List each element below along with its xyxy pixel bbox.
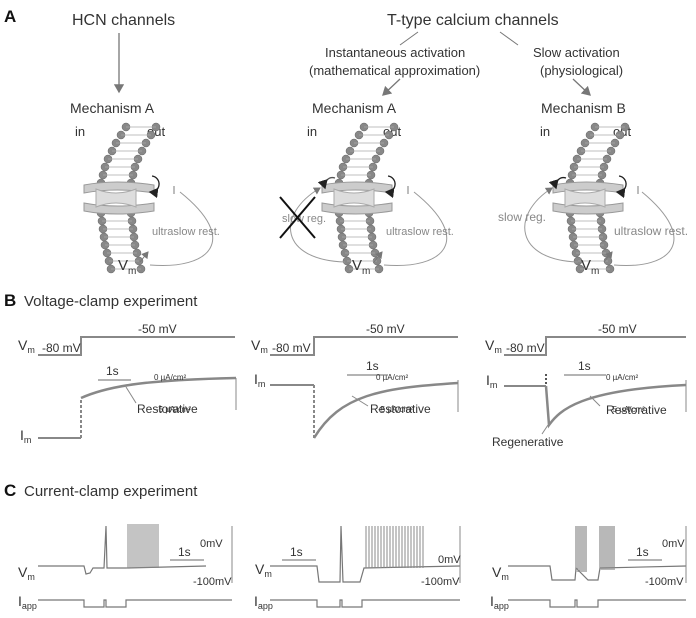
ttype-label: T-type calcium channels bbox=[387, 12, 559, 29]
scale-1s-c3: 1s bbox=[636, 545, 649, 559]
scale-1s-b2: 1s bbox=[366, 359, 379, 373]
mech-a2-title: Mechanism A bbox=[312, 100, 397, 116]
ultraslow-loop-3 bbox=[613, 191, 675, 267]
cclamp-2: Vm 0mV -100mV 1s Iapp bbox=[254, 525, 461, 611]
slow-line2: (physiological) bbox=[540, 63, 623, 78]
i-bottom-b2: -5 µA/cm² bbox=[378, 405, 413, 414]
vm-arrow-2 bbox=[373, 251, 383, 263]
scale-1s-c1: 1s bbox=[178, 545, 191, 559]
inst-line2: (mathematical approximation) bbox=[309, 63, 480, 78]
cclamp-3: Vm 0mV -100mV 1s Iapp bbox=[490, 526, 687, 611]
vm-arrow-1 bbox=[139, 251, 149, 263]
v-top-c2: 0mV bbox=[438, 554, 461, 566]
vm-label-c3: Vm bbox=[492, 564, 509, 582]
vclamp-3: Vm -80 mV -50 mV 1s Im 0 µA/cm² -5 µA/cm… bbox=[485, 322, 687, 449]
gate-arrow-3b bbox=[548, 177, 567, 190]
vm-label-b3: Vm bbox=[485, 337, 502, 355]
mech-a1-title: Mechanism A bbox=[70, 100, 155, 116]
vm-label-c2: Vm bbox=[255, 561, 272, 579]
im-label-b2: Im bbox=[254, 371, 265, 389]
im-label-b1: Im bbox=[20, 427, 31, 445]
ttype-line-left bbox=[399, 31, 419, 46]
gate-arrow-3 bbox=[615, 175, 627, 199]
membrane-2 bbox=[321, 122, 399, 274]
restorative-b1: Restorative bbox=[137, 402, 198, 416]
i-top-b3: 0 µA/cm² bbox=[606, 373, 639, 382]
vm-label-b1: Vm bbox=[18, 337, 35, 355]
inst-arrow bbox=[382, 78, 401, 96]
vm-label-c1: Vm bbox=[18, 564, 35, 582]
ultraslow-label-1: ultraslow rest. bbox=[152, 226, 220, 238]
v-high-b2: -50 mV bbox=[366, 322, 405, 336]
scale-1s-b1: 1s bbox=[106, 364, 119, 378]
v-bottom-c3: -100mV bbox=[645, 576, 684, 588]
i-top-b1: 0 µA/cm² bbox=[154, 373, 187, 382]
iapp-label-c1: Iapp bbox=[18, 593, 37, 611]
ultraslow-label-3: ultraslow rest. bbox=[614, 224, 688, 238]
ultraslow-loop-2 bbox=[383, 191, 448, 267]
vclamp-1: Vm -80 mV -50 mV 1s Im 0 µA/cm² -5 µA/cm… bbox=[18, 322, 237, 445]
v-high-b1: -50 mV bbox=[138, 322, 177, 336]
v-bottom-c2: -100mV bbox=[421, 576, 460, 588]
vm-label-2: Vm bbox=[352, 257, 370, 277]
v-top-c1: 0mV bbox=[200, 538, 223, 550]
iapp-label-c3: Iapp bbox=[490, 593, 509, 611]
slow-line1: Slow activation bbox=[533, 45, 620, 60]
ttype-line-right bbox=[499, 31, 519, 46]
scale-1s-c2: 1s bbox=[290, 545, 303, 559]
in-label-1: in bbox=[75, 124, 85, 139]
slow-arrow bbox=[572, 78, 591, 96]
mech-b-title: Mechanism B bbox=[541, 100, 626, 116]
vm-label-3: Vm bbox=[581, 257, 599, 277]
panel-a-letter: A bbox=[4, 7, 16, 26]
restorative-b3: Restorative bbox=[606, 403, 667, 417]
im-label-b3: Im bbox=[486, 372, 497, 390]
panel-b-title: Voltage-clamp experiment bbox=[24, 293, 198, 310]
gate-arrow-2b bbox=[317, 177, 336, 190]
v-high-b3: -50 mV bbox=[598, 322, 637, 336]
hcn-label: HCN channels bbox=[72, 12, 175, 29]
iapp-label-c2: Iapp bbox=[254, 593, 273, 611]
in-label-2: in bbox=[307, 124, 317, 139]
slow-reg-loop-2 bbox=[290, 187, 346, 263]
panel-b-letter: B bbox=[4, 291, 16, 310]
vclamp-2: Vm -80 mV -50 mV 1s Im 0 µA/cm² -5 µA/cm… bbox=[251, 322, 459, 439]
membrane-3 bbox=[552, 122, 630, 274]
gate-arrow-2 bbox=[384, 175, 396, 199]
v-bottom-c1: -100mV bbox=[193, 576, 232, 588]
restorative-b2: Restorative bbox=[370, 402, 431, 416]
gate-arrow-1 bbox=[148, 175, 160, 199]
slow-reg-loop-3 bbox=[524, 187, 579, 263]
vm-label-b2: Vm bbox=[251, 337, 268, 355]
v-top-c3: 0mV bbox=[662, 538, 685, 550]
slow-reg-label-2: slow reg. bbox=[282, 213, 326, 225]
panel-c-letter: C bbox=[4, 481, 16, 500]
vm-label-1: Vm bbox=[118, 257, 136, 277]
inst-line1: Instantaneous activation bbox=[325, 45, 465, 60]
i-bottom-b1: -5 µA/cm² bbox=[156, 405, 191, 414]
vm-arrow-3 bbox=[603, 251, 613, 263]
v-low-b3: -80 mV bbox=[506, 341, 545, 355]
ultraslow-label-2: ultraslow rest. bbox=[386, 226, 454, 238]
v-low-b2: -80 mV bbox=[272, 341, 311, 355]
slow-reg-label-3: slow reg. bbox=[498, 210, 546, 224]
membrane-1 bbox=[83, 122, 161, 274]
in-label-3: in bbox=[540, 124, 550, 139]
regenerative-b3: Regenerative bbox=[492, 435, 564, 449]
scale-1s-b3: 1s bbox=[578, 359, 591, 373]
ultraslow-loop-1 bbox=[149, 191, 214, 267]
cclamp-1: Vm 0mV -100mV 1s Iapp bbox=[18, 524, 233, 611]
cross-line-2 bbox=[279, 196, 316, 239]
v-low-b1: -80 mV bbox=[42, 341, 81, 355]
i-bottom-b3: -5 µA/cm² bbox=[610, 405, 645, 414]
panel-c-title: Current-clamp experiment bbox=[24, 483, 198, 500]
i-top-b2: 0 µA/cm² bbox=[376, 373, 409, 382]
